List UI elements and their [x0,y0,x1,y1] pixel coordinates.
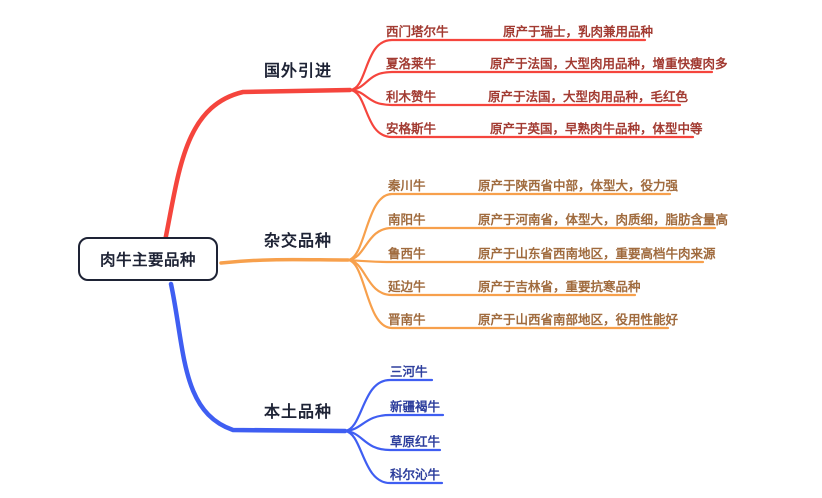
leaf-line [348,38,647,92]
leaf-node[interactable]: 草原红牛 [390,435,441,449]
branch-node-foreign[interactable]: 国外引进 [264,63,333,80]
leaf-line [343,429,444,485]
leaf-node[interactable]: 延边牛 [388,280,426,294]
leaf-node[interactable]: 科尔沁牛 [390,468,441,482]
leaf-node[interactable]: 新疆褐牛 [390,400,441,414]
leaf-node[interactable]: 秦川牛 [388,179,426,193]
leaf-node-desc: 原产于山西省南部地区，役用性能好 [478,313,679,327]
branch-node-native[interactable]: 本土品种 [264,404,333,421]
leaf-node-desc: 原产于法国，大型肉用品种，增重快瘦肉多 [490,57,728,71]
leaf-node-desc: 原产于法国，大型肉用品种，毛红色 [488,90,689,104]
leaf-line [346,226,717,262]
leaf-line [343,378,434,433]
leaf-node-desc: 原产于英国，早熟肉牛品种，体型中等 [490,122,703,136]
leaf-node-desc: 原产于陕西省中部，体型大，役力强 [478,179,679,193]
leaf-node[interactable]: 鲁西牛 [388,247,426,261]
leaf-node[interactable]: 晋南牛 [388,313,426,327]
leaf-node-desc: 原产于河南省，体型大，肉质细，脂肪含量高 [478,213,729,227]
leaf-node[interactable]: 南阳牛 [388,213,426,227]
branch-line-foreign [162,87,353,244]
leaf-node[interactable]: 利木赞牛 [386,90,437,104]
leaf-node[interactable]: 夏洛莱牛 [386,57,437,71]
leaf-line [343,413,445,433]
leaf-node[interactable]: 西门塔尔牛 [386,25,449,39]
leaf-node[interactable]: 三河牛 [390,365,428,379]
branch-node-hybrid[interactable]: 杂交品种 [264,233,333,250]
leaf-node-desc: 原产于山东省西南地区，重要高档牛肉来源 [478,247,716,261]
root-node[interactable]: 肉牛主要品种 [78,237,218,281]
leaf-line [346,258,670,330]
leaf-node-desc: 原产于吉林省，重要抗寒品种 [478,280,641,294]
leaf-line [348,88,695,139]
leaf-line [348,70,714,92]
leaf-node[interactable]: 安格斯牛 [386,122,437,136]
branch-line-native [168,281,348,434]
leaf-line [346,192,672,262]
branch-line-hybrid [219,257,350,265]
leaf-node-desc: 原产于瑞士，乳肉兼用品种 [503,25,654,39]
